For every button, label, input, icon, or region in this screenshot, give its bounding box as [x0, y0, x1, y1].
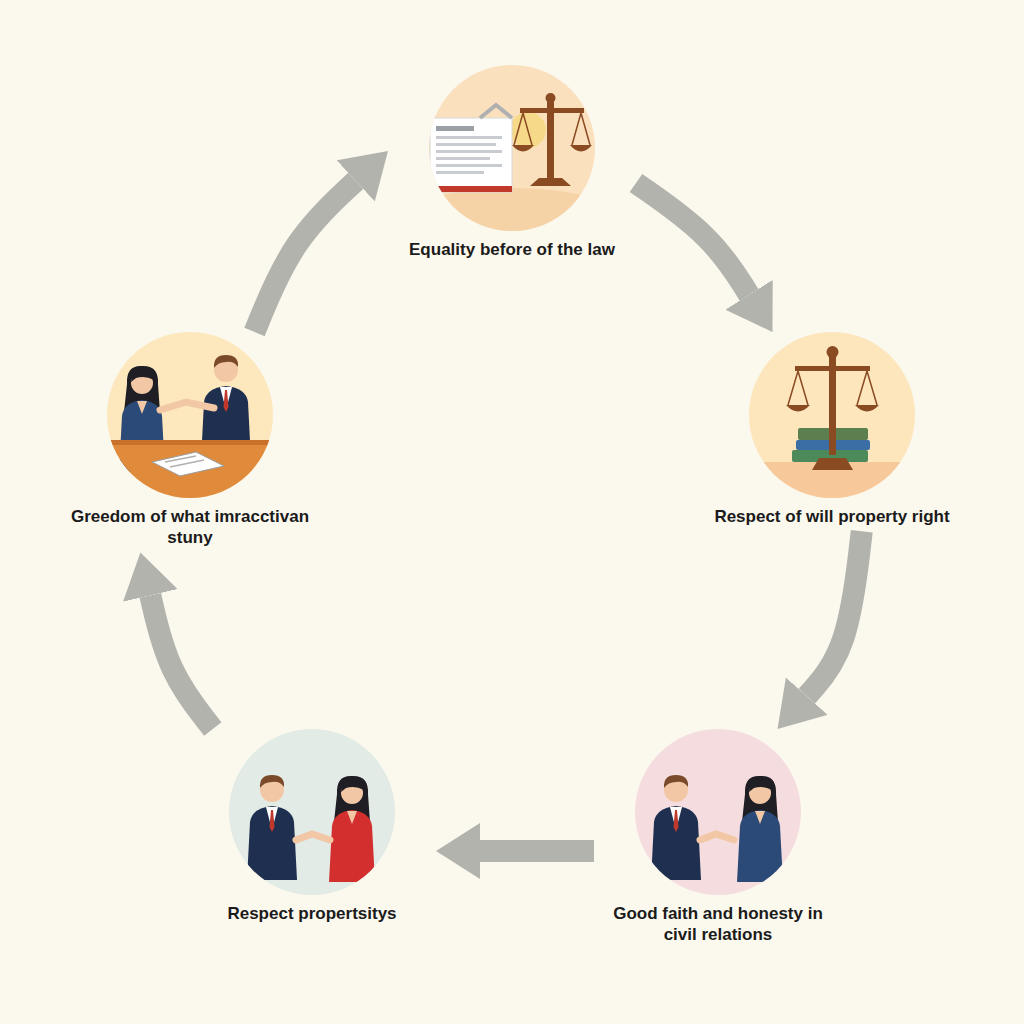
- cycle-arrow: [636, 183, 749, 295]
- scales-icon: [740, 332, 930, 512]
- handshake-illustration: [635, 729, 801, 895]
- cycle-step: Respect propertsitys: [188, 729, 436, 928]
- step-label: Equality before of the law: [388, 237, 636, 264]
- circle-area: [66, 332, 314, 504]
- cycle-step: Greedom of what imracctivan stuny: [66, 332, 314, 553]
- cycle-step: Equality before of the law: [388, 65, 636, 264]
- step-label: Respect of will property right: [708, 504, 956, 531]
- step-label: Good faith and honesty in civil relation…: [594, 901, 842, 950]
- circle-area: [708, 332, 956, 504]
- justice-icon: [417, 65, 607, 232]
- cycle-step: Good faith and honesty in civil relation…: [594, 729, 842, 950]
- meeting-illustration: [100, 332, 290, 500]
- circle-area: [188, 729, 436, 901]
- cycle-arrow: [480, 840, 594, 862]
- handshake-illustration: [229, 729, 395, 895]
- cycle-step: Respect of will property right: [708, 332, 956, 531]
- cycle-arrow: [150, 595, 212, 729]
- circle-area: [388, 65, 636, 237]
- step-label: Respect propertsitys: [188, 901, 436, 928]
- circle-area: [594, 729, 842, 901]
- step-label: Greedom of what imracctivan stuny: [66, 504, 314, 553]
- cycle-arrow: [807, 531, 862, 696]
- cycle-arrow: [254, 181, 355, 332]
